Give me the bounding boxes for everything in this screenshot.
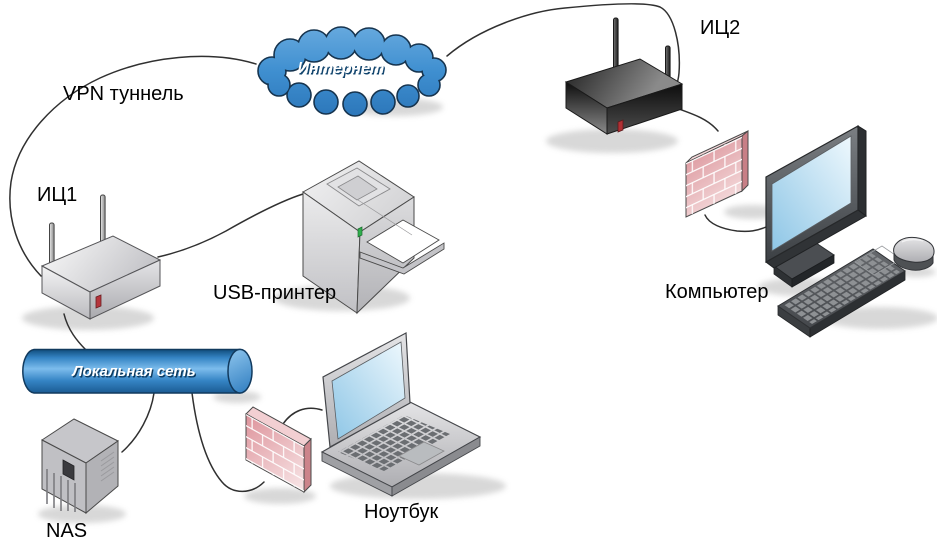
router-ic1-led bbox=[95, 294, 102, 309]
label-laptop: Ноутбук bbox=[364, 501, 439, 523]
desktop-computer bbox=[765, 124, 935, 338]
connection-localnet-firewall bbox=[191, 392, 265, 493]
connection-cloud-ic2 bbox=[446, 3, 681, 96]
connections bbox=[9, 3, 767, 493]
connection-ic1-printer bbox=[157, 193, 304, 258]
firewall-left-icon bbox=[245, 406, 312, 494]
printer-led bbox=[357, 226, 363, 238]
monitor-icon bbox=[765, 124, 867, 288]
local-network-bus: Локальная сеть Локальная сеть bbox=[22, 348, 253, 394]
connection-vpn-tunnel bbox=[9, 55, 257, 277]
router-ic2-led bbox=[617, 119, 624, 133]
laptop-touchpad bbox=[398, 441, 445, 466]
internet-label-shadow: Интернет bbox=[299, 61, 386, 78]
nas-drive-bay bbox=[62, 459, 75, 481]
router-ic2 bbox=[564, 17, 684, 135]
internet-cloud: Интернет Интернет bbox=[257, 26, 447, 117]
printer-paper bbox=[366, 219, 440, 264]
connection-ic1-localnet bbox=[63, 313, 87, 351]
connection-ic2-firewall bbox=[675, 107, 719, 132]
label-usb-printer: USB-принтер bbox=[213, 282, 336, 304]
connection-firewall-computer bbox=[704, 214, 767, 233]
label-vpn-tunnel: VPN туннель bbox=[63, 83, 184, 105]
label-ic2: ИЦ2 bbox=[700, 17, 740, 39]
label-ic1: ИЦ1 bbox=[37, 184, 77, 206]
internet-label: Интернет bbox=[298, 60, 385, 77]
connection-firewall-laptop bbox=[282, 407, 323, 425]
mouse-icon bbox=[893, 236, 935, 271]
laptop-icon bbox=[320, 332, 482, 497]
usb-printer-icon bbox=[302, 160, 445, 315]
laptop-screen bbox=[331, 341, 406, 440]
local-network-label-shadow: Локальная сеть bbox=[73, 364, 197, 381]
local-network-label: Локальная сеть bbox=[71, 363, 195, 380]
nas-server-icon bbox=[41, 418, 119, 515]
router-ic1 bbox=[40, 194, 162, 320]
label-computer: Компьютер bbox=[665, 281, 769, 303]
label-nas: NAS bbox=[46, 520, 87, 539]
firewall-right-icon bbox=[685, 129, 749, 218]
connection-localnet-nas bbox=[121, 392, 155, 453]
keyboard-icon bbox=[777, 245, 906, 338]
monitor-screen bbox=[771, 135, 852, 252]
